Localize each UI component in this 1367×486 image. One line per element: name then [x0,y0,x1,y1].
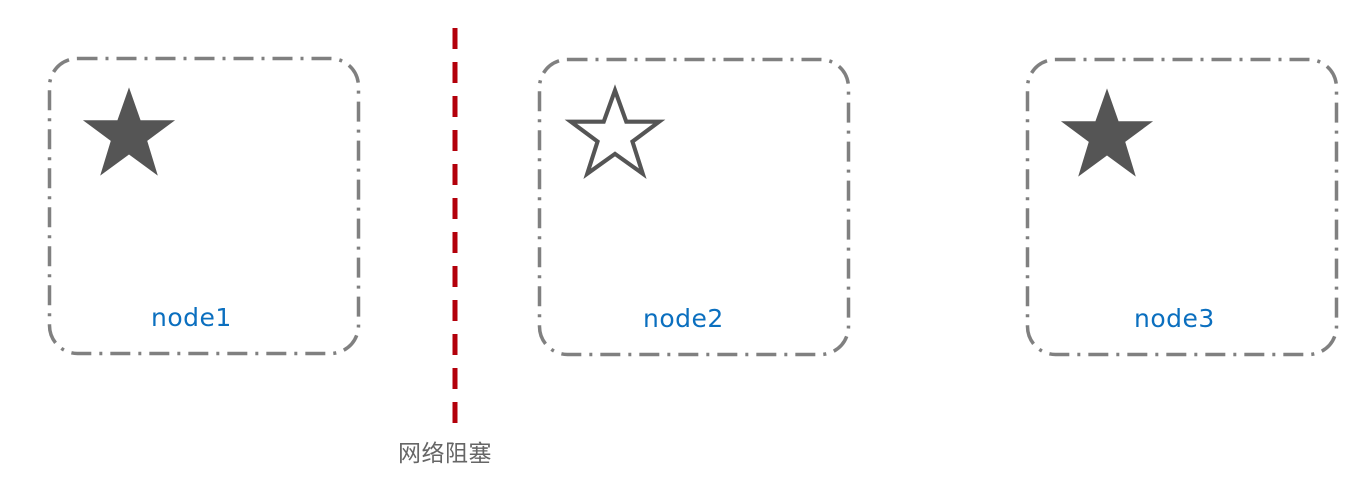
node-label-node3: node3 [1134,304,1215,333]
node-label-node2: node2 [643,304,724,333]
node-box-node1[interactable]: node1 [47,56,361,356]
node-border-node2 [537,57,851,357]
star-outline-icon [564,84,666,180]
node-label-node1: node1 [151,303,232,332]
divider-dashed-line [452,28,458,428]
node-border-node3 [1025,57,1339,357]
network-partition-divider [446,22,464,434]
star-filled-icon [80,85,178,179]
divider-label: 网络阻塞 [398,441,492,467]
node-border-node1 [47,56,361,356]
node-box-node2[interactable]: node2 [537,57,851,357]
star-filled-icon [1058,86,1156,180]
node-box-node3[interactable]: node3 [1025,57,1339,357]
